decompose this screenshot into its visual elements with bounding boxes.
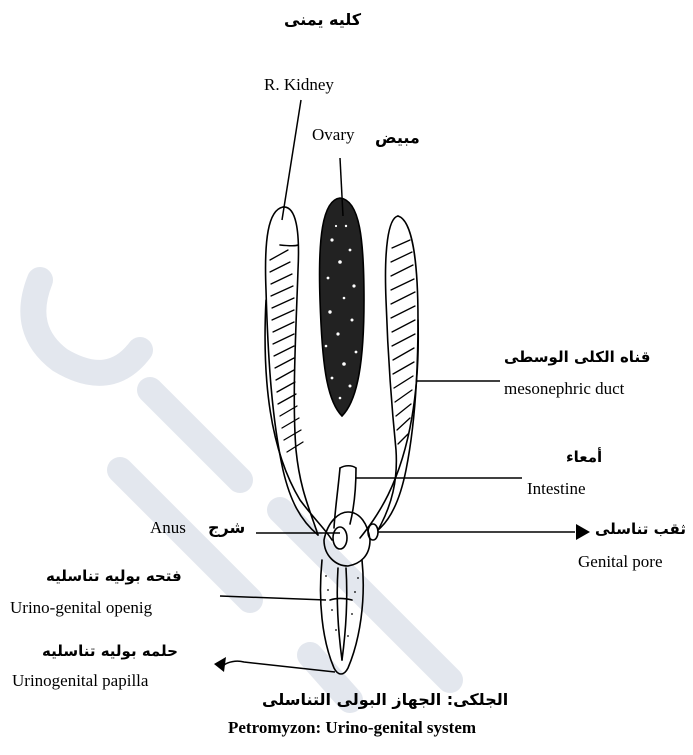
anus-label-ar: شرج (208, 518, 245, 537)
ug-opening-leader (220, 596, 326, 600)
ovary-label-ar: مبيض (375, 128, 420, 147)
intestine-label-ar: أمعاء (566, 448, 602, 466)
kidney-label-ar: كليه يمنى (284, 10, 361, 29)
ug-papilla-arrow-icon (214, 657, 226, 672)
left-kidney-hatching (391, 240, 415, 444)
mesonephric-label-ar: قناه الكلى الوسطى (504, 348, 650, 366)
anus (333, 527, 347, 549)
papilla-stipple (325, 575, 359, 637)
ovary-label-en: Ovary (312, 125, 354, 145)
caption-ar: الجلكى: الجهاز البولى التناسلى (262, 690, 508, 709)
intestine-label-en: Intestine (527, 479, 586, 499)
kidney-leader (282, 100, 301, 220)
genital-pore-arrow-icon (576, 524, 590, 540)
genital-pore-label-ar: ثقب تناسلى (595, 520, 686, 538)
caption-en: Petromyzon: Urino-genital system (228, 718, 476, 738)
kidney-label-en: R. Kidney (264, 75, 334, 95)
genital-pore-label-en: Genital pore (578, 552, 663, 572)
ug-opening-label-ar: فتحه بوليه تناسليه (46, 567, 182, 585)
ovary (320, 198, 364, 416)
ug-papilla-leader (224, 661, 335, 672)
ug-opening-label-en: Urino-genital openig (10, 598, 152, 618)
ug-papilla-label-en: Urinogenital papilla (12, 671, 148, 691)
mesonephric-label-en: mesonephric duct (504, 379, 624, 399)
anus-label-en: Anus (150, 518, 186, 538)
ug-papilla-label-ar: حلمه بوليه تناسليه (42, 642, 178, 660)
